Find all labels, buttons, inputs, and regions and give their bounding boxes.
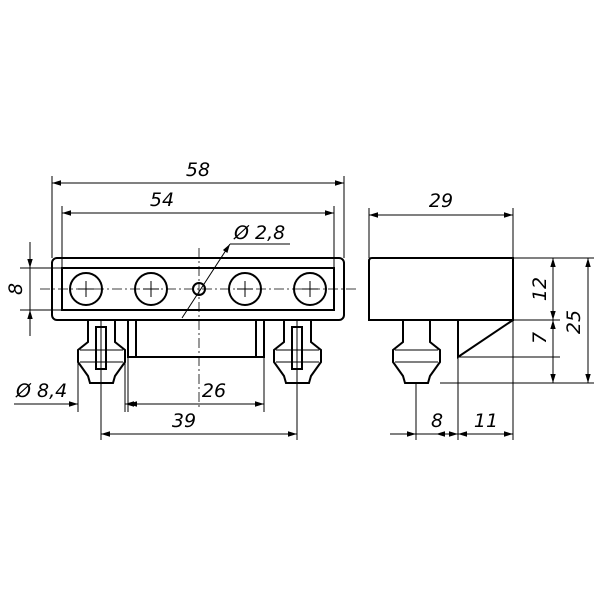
dim-inner-width: 26 (202, 380, 226, 402)
side-view: 29 12 7 25 8 11 (368, 190, 594, 440)
dim-small-hole-diameter: Ø 2,8 (233, 222, 285, 244)
dim-pin-spacing: 39 (172, 410, 196, 432)
front-view: 58 54 Ø 2,8 8 Ø 8,4 26 39 (5, 159, 358, 440)
side-slope (457, 319, 514, 359)
left-pin (77, 320, 126, 440)
dim-side-width: 29 (429, 190, 453, 212)
leader-small-hole (181, 243, 231, 319)
side-pin (392, 320, 441, 384)
screw-hole-2 (134, 272, 168, 306)
dim-pin-diameter: Ø 8,4 (15, 380, 67, 402)
screw-hole-4 (293, 272, 327, 306)
dim-height: 8 (5, 283, 27, 295)
lower-flange (127, 320, 265, 358)
dim-hole-span: 54 (150, 189, 174, 211)
dim-top-height: 12 (529, 277, 551, 301)
side-top-block (368, 257, 514, 321)
right-pin (273, 320, 322, 440)
small-center-hole (192, 282, 206, 296)
dim-overall-width: 58 (186, 159, 210, 181)
front-body (51, 257, 345, 321)
screw-hole-1 (69, 272, 103, 306)
dim-total-height: 25 (563, 310, 585, 334)
dim-lower-height: 7 (529, 332, 551, 344)
screw-hole-3 (228, 272, 262, 306)
dim-pin-width: 8 (431, 410, 443, 432)
dim-slope-width: 11 (474, 410, 498, 432)
